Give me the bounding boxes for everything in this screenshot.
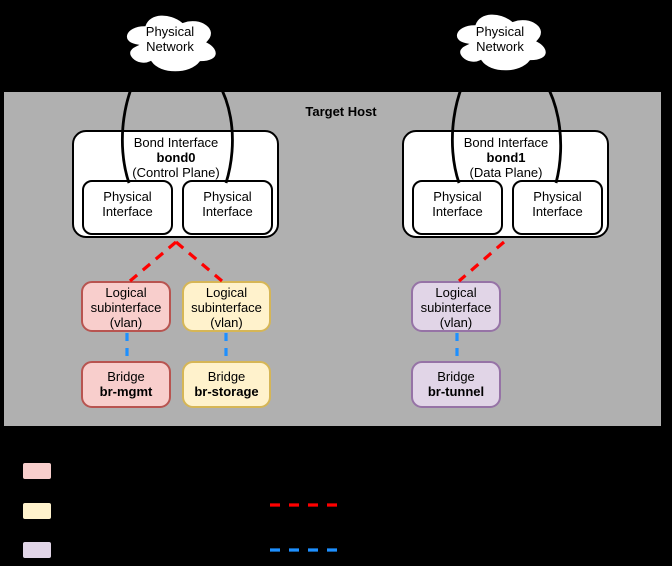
legend-mgmt-swatch [21,461,53,481]
cloud-right-label: Physical Network [475,24,525,54]
bridge-tunnel-box: Bridge br-tunnel [411,361,501,408]
subinterface-storage-box: Logical subinterface (vlan) [182,281,271,332]
bridge-mgmt-name: br-mgmt [99,384,153,399]
bond1-plane: (Data Plane) [469,165,543,180]
bond1-physical-interface-2: Physical Interface [512,180,603,235]
bridge-mgmt-label: Bridge [107,369,145,384]
target-host-label: Target Host [305,104,377,119]
bond0-label: Bond Interface bond0 (Control Plane) [72,135,280,180]
bridge-storage-label: Bridge [207,369,246,384]
subinterface-tunnel-box: Logical subinterface (vlan) [411,281,501,332]
bond0-physical-interface-1: Physical Interface [82,180,173,235]
bond0-name: bond0 [156,150,196,165]
legend-storage-swatch [21,501,53,521]
bond1-label: Bond Interface bond1 (Data Plane) [402,135,610,180]
bridge-storage-box: Bridge br-storage [182,361,271,408]
bond0-plane: (Control Plane) [132,165,220,180]
bond0-physical-interface-2: Physical Interface [182,180,273,235]
bond1-physical-interface-1: Physical Interface [412,180,503,235]
bond1-name: bond1 [486,150,526,165]
bridge-tunnel-label: Bridge [437,369,475,384]
legend-tunnel-swatch [21,540,53,560]
bond1-title: Bond Interface [463,135,549,150]
subinterface-mgmt-box: Logical subinterface (vlan) [81,281,171,332]
bond0-title: Bond Interface [133,135,219,150]
bridge-tunnel-name: br-tunnel [427,384,485,399]
cloud-left-label: Physical Network [145,24,195,54]
bridge-mgmt-box: Bridge br-mgmt [81,361,171,408]
bridge-storage-name: br-storage [194,384,259,399]
